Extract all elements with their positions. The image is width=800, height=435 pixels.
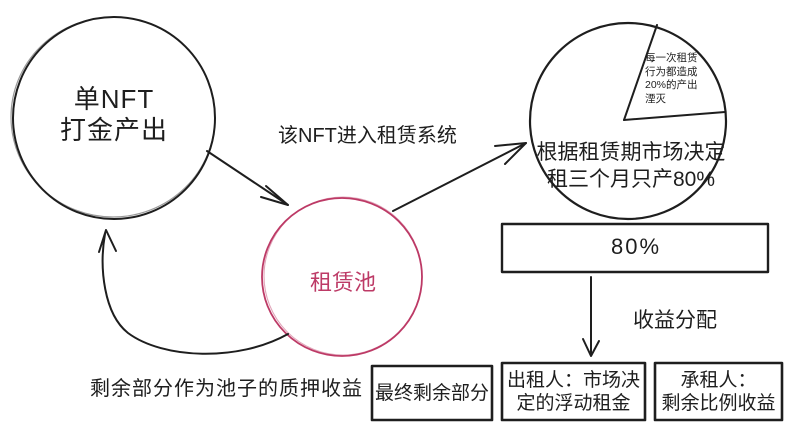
result-box-remainder: 最终剩余部分 [372, 366, 492, 420]
rental-pool-label: 租赁池 [309, 270, 377, 295]
result-box-lessee: 承租人： 剩余比例收益 [655, 363, 782, 420]
pie-slice-note: 每一次租赁 行为都造成 20%的产出 湮灭 [645, 52, 698, 106]
arrow-pool-to-pie-head [494, 142, 527, 165]
arrow-pool-to-pie [392, 142, 527, 212]
result-box-lessor-line2: 定的浮动租金 [516, 392, 631, 414]
arrow-pool-to-nft-curved [98, 229, 289, 355]
arrow-pool-to-pie-shaft [392, 142, 527, 212]
pie-slice-line-lower [623, 111, 726, 121]
result-box-remainder-rect [370, 364, 494, 422]
output-bar-value: 80% [610, 234, 662, 259]
arrow-pool-to-nft-head [98, 229, 117, 253]
rental-pool-circle-sketch-stroke [263, 196, 423, 356]
arrow-bar-to-boxes [582, 276, 600, 357]
output-bar-rect [500, 222, 770, 274]
pie-main-label-line1: 根据租赁期市场决定 [536, 141, 726, 164]
pie-slice-note-line3: 20%的产出 [645, 79, 698, 91]
nft-output-label-line2: 打金产出 [59, 115, 169, 145]
arrow-nft-to-pool-head [260, 185, 289, 206]
arrow-pool-to-nft-shaft [101, 233, 289, 355]
pie-slice-note-line2: 行为都造成 [645, 65, 698, 78]
result-box-lessee-rect [653, 361, 784, 422]
nft-output-label-line1: 单NFT [73, 84, 155, 114]
pie-main-label-line2: 租三个月只产80% [546, 168, 716, 191]
arrow-bar-to-boxes-head [582, 338, 600, 357]
rental-pool-circle [261, 197, 423, 357]
result-box-lessor-line1: 出租人：市场决 [506, 369, 640, 391]
pie-main-label: 根据租赁期市场决定 租三个月只产80% [537, 139, 726, 193]
arrow-nft-to-pool-shaft [206, 150, 289, 206]
enter-rental-system-label: 该NFT进入租赁系统 [278, 125, 457, 147]
arrow-nft-to-pool [206, 150, 289, 206]
pie-slice-note-line1: 每一次租赁 [645, 52, 698, 64]
result-box-lessee-line1: 承租人： [680, 369, 757, 391]
pie-circle [528, 21, 728, 221]
nft-output-circle [12, 16, 216, 220]
nft-output-circle-sketch-stroke [10, 16, 216, 218]
result-box-lessor: 出租人：市场决 定的浮动租金 [502, 363, 645, 420]
result-box-lessee-line2: 剩余比例收益 [661, 392, 776, 414]
pie-chart [528, 21, 728, 221]
revenue-distribution-label: 收益分配 [633, 309, 717, 332]
pie-slice-note-line4: 湮灭 [645, 92, 666, 105]
nft-output-label: 单NFT 打金产出 [60, 84, 168, 146]
stake-return-label: 剩余部分作为池子的质押收益 [90, 378, 363, 400]
result-box-remainder-line1: 最终剩余部分 [374, 382, 489, 404]
result-box-lessor-rect [500, 361, 647, 422]
pie-slice-line-upper [623, 24, 658, 121]
